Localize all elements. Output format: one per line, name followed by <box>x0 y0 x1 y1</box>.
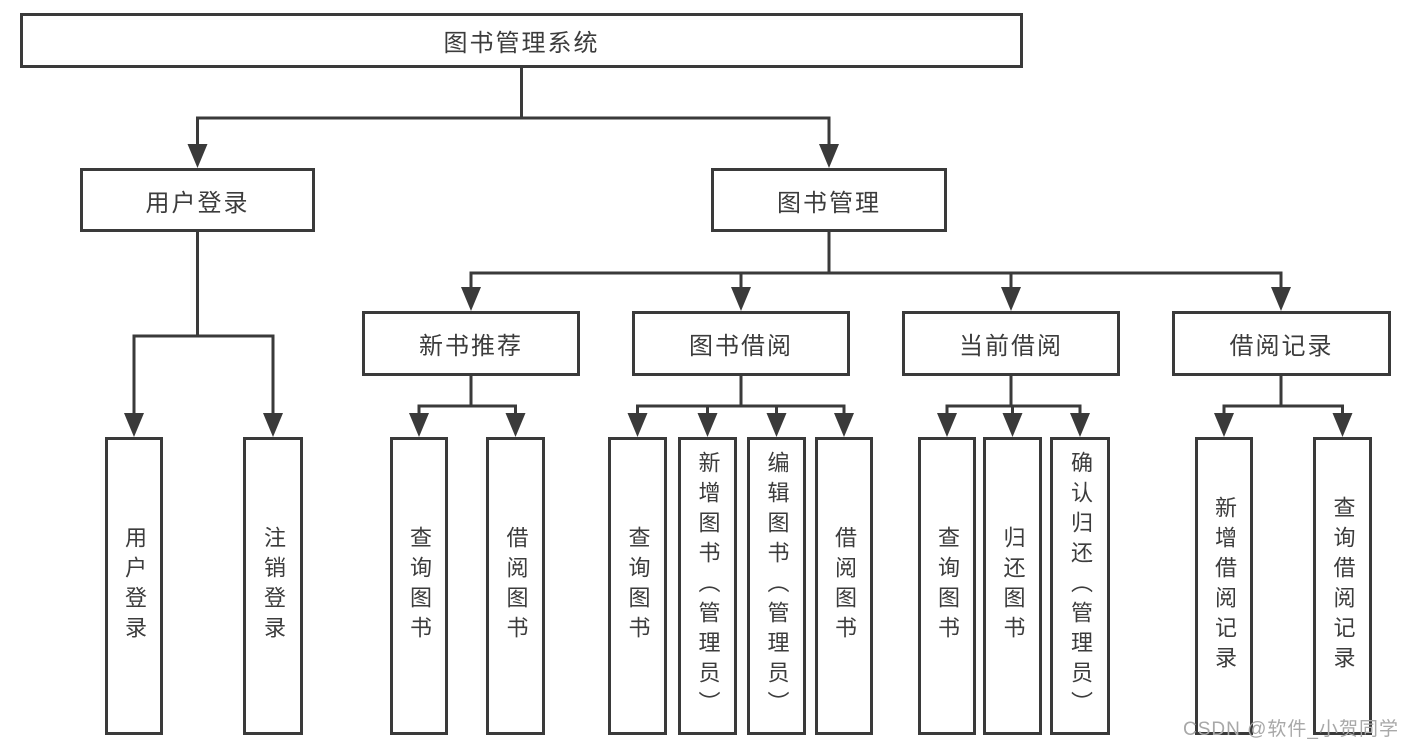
leaf-borrow-books-recommend: 借阅图书 <box>486 437 545 735</box>
leaf-borrow-books-borrowing: 借阅图书 <box>815 437 873 735</box>
leaf-logout: 注销登录 <box>243 437 303 735</box>
leaf-add-book-admin: 新增图书（管理员） <box>678 437 737 735</box>
node-new-book-recommend: 新书推荐 <box>362 311 580 376</box>
leaf-query-borrow-record: 查询借阅记录 <box>1313 437 1372 735</box>
node-user-login: 用户登录 <box>80 168 315 232</box>
leaf-query-books-recommend: 查询图书 <box>390 437 448 735</box>
leaf-confirm-return-admin: 确认归还（管理员） <box>1050 437 1110 735</box>
csdn-watermark: CSDN @软件_小贺同学 <box>1183 719 1399 740</box>
node-current-borrowing: 当前借阅 <box>902 311 1120 376</box>
leaf-query-books-borrowing: 查询图书 <box>608 437 667 735</box>
node-book-borrowing: 图书借阅 <box>632 311 850 376</box>
leaf-edit-book-admin: 编辑图书（管理员） <box>747 437 806 735</box>
node-borrowing-records: 借阅记录 <box>1172 311 1391 376</box>
leaf-query-books-current: 查询图书 <box>918 437 976 735</box>
node-root: 图书管理系统 <box>20 13 1023 68</box>
leaf-user-login: 用户登录 <box>105 437 163 735</box>
node-book-management: 图书管理 <box>711 168 947 232</box>
leaf-add-borrow-record: 新增借阅记录 <box>1195 437 1253 735</box>
leaf-return-books: 归还图书 <box>983 437 1042 735</box>
